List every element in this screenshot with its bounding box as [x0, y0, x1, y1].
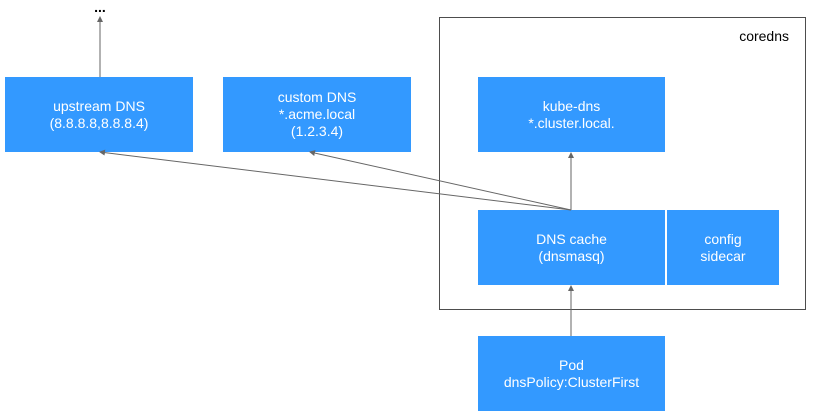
dns-cache-subtitle: (dnsmasq): [538, 247, 605, 264]
upstream-dns-servers: (8.8.8.8,8.8.8.4): [49, 114, 149, 131]
custom-dns-server: (1.2.3.4): [290, 123, 344, 139]
pod-dns-policy: dnsPolicy:ClusterFirst: [503, 373, 640, 390]
pod-title: Pod: [559, 356, 584, 373]
upstream-dns-node: upstream DNS (8.8.8.8,8.8.8.4): [5, 77, 193, 152]
pod-node: Pod dnsPolicy:ClusterFirst: [478, 336, 665, 411]
edge-cache-to-upstream: [99, 149, 572, 211]
edge-cache-to-custom: [309, 150, 572, 211]
kube-dns-title: kube-dns: [542, 97, 601, 114]
upstream-continuation-ellipsis: ...: [94, 0, 106, 15]
dns-cache-node: DNS cache (dnsmasq): [478, 210, 665, 285]
custom-dns-title: custom DNS: [277, 89, 357, 105]
upstream-dns-title: upstream DNS: [53, 97, 145, 114]
config-sidecar-line1: config: [704, 230, 742, 247]
coredns-group-label: coredns: [739, 28, 789, 44]
config-sidecar-node: config sidecar: [667, 210, 779, 285]
custom-dns-domain: *.acme.local: [278, 106, 356, 122]
custom-dns-node: custom DNS *.acme.local (1.2.3.4): [223, 77, 411, 152]
kube-dns-domain: *.cluster.local.: [528, 114, 615, 131]
kube-dns-node: kube-dns *.cluster.local.: [478, 77, 665, 152]
config-sidecar-line2: sidecar: [700, 247, 746, 264]
dns-cache-title: DNS cache: [536, 230, 607, 247]
